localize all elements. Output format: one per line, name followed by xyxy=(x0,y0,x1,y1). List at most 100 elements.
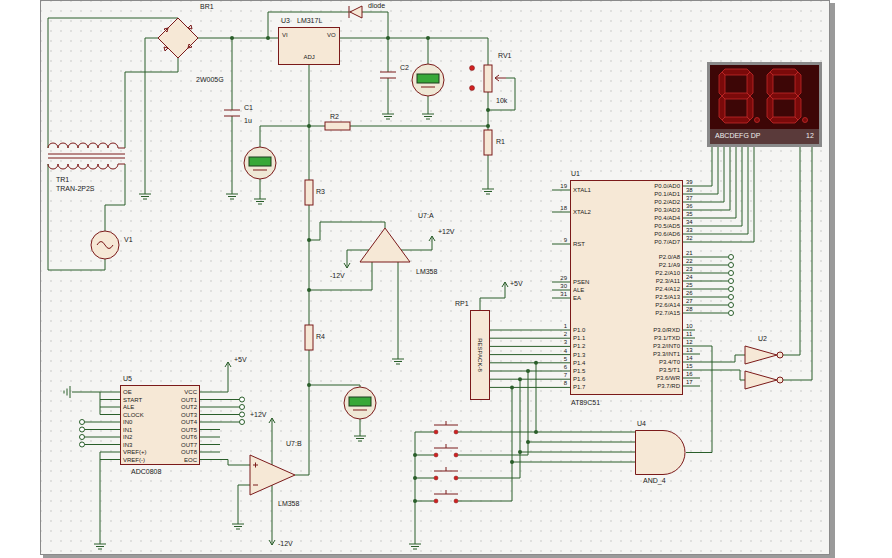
ground-symbol xyxy=(232,520,244,529)
component-symbol xyxy=(350,6,362,18)
pin-name: P2.2/A10 xyxy=(655,270,680,276)
contact-dot xyxy=(434,499,438,503)
pin-name: P2.7/A15 xyxy=(655,310,680,316)
voltmeter-symbol xyxy=(244,147,276,179)
wire xyxy=(200,372,240,460)
part-label: R4 xyxy=(316,333,325,340)
wire xyxy=(260,65,488,475)
pin-name: P3.2/INT0 xyxy=(653,343,680,349)
wire xyxy=(480,292,505,310)
pin-number: 34 xyxy=(686,219,693,225)
part-label: R2 xyxy=(330,113,339,120)
component-symbol xyxy=(48,154,125,158)
pin-name: OUT5 xyxy=(181,427,197,433)
terminal-symbol xyxy=(729,295,734,300)
pin-number: 18 xyxy=(560,205,567,211)
pin-name: CLOCK xyxy=(123,412,144,418)
contact-dot xyxy=(454,430,458,434)
pin-name: P0.3/AD3 xyxy=(654,207,680,213)
pin-number: 36 xyxy=(686,203,693,209)
segment xyxy=(722,69,750,75)
junction-dot xyxy=(386,36,390,40)
power-arrow xyxy=(502,282,508,292)
ground-symbol xyxy=(139,190,151,199)
resistor-pack: RP1RESPACK-8 xyxy=(470,310,490,400)
part-label: RV1 xyxy=(498,52,512,59)
terminal-symbol xyxy=(80,427,85,432)
component-symbol xyxy=(745,346,777,364)
part-label: diode xyxy=(368,2,385,9)
part-label: LM358 xyxy=(278,500,299,507)
pin-name: IN2 xyxy=(123,434,132,440)
ground-symbol xyxy=(354,432,366,441)
segment xyxy=(719,96,725,120)
pin-number: 13 xyxy=(686,347,693,353)
pin-number: 17 xyxy=(686,379,693,385)
junction-dot xyxy=(307,124,311,128)
pin-number: 3 xyxy=(564,339,567,345)
bus-wire xyxy=(683,147,712,186)
wire xyxy=(415,432,434,540)
part-label: 2W005G xyxy=(196,76,224,83)
component-symbol xyxy=(305,180,313,205)
part-reference: U4 xyxy=(637,420,646,427)
component-symbol xyxy=(250,455,295,495)
voltmeter-symbol xyxy=(244,64,444,419)
pin-name: P0.0/AD0 xyxy=(654,183,680,189)
pin-name: P1.6 xyxy=(573,376,585,382)
pin-name: IN3 xyxy=(123,442,132,448)
seven-segment-display: ABCDEFG DP12 xyxy=(707,62,822,147)
part-label: R1 xyxy=(496,138,505,145)
contact-dot xyxy=(434,453,438,457)
pin-number: 38 xyxy=(686,187,693,193)
pin-number: 27 xyxy=(686,298,693,304)
pin-name: XTAL1 xyxy=(573,187,591,193)
segment xyxy=(747,72,753,96)
component-symbol xyxy=(777,377,783,383)
bus-wire xyxy=(683,147,712,186)
segment xyxy=(770,69,798,75)
bus-wire xyxy=(683,346,712,453)
pin-number: 30 xyxy=(560,283,567,289)
pin-name: OUT6 xyxy=(181,434,197,440)
part-label: C2 xyxy=(400,64,409,71)
pin-name: P0.2/AD2 xyxy=(654,199,680,205)
ground-symbol xyxy=(482,185,494,194)
component-symbol xyxy=(360,228,410,262)
component-symbol xyxy=(48,143,125,148)
segment xyxy=(747,96,753,120)
wire xyxy=(683,147,754,242)
ground-symbol xyxy=(254,195,266,204)
wire xyxy=(145,38,278,190)
wire xyxy=(490,338,570,387)
pin-name: P2.0/A8 xyxy=(659,254,680,260)
pin-name: P2.4/A12 xyxy=(655,286,680,292)
component-symbol xyxy=(224,72,396,116)
pin-number: 25 xyxy=(686,282,693,288)
junction-dot xyxy=(486,108,490,112)
sheet-border xyxy=(41,1,830,555)
part-reference: LM317L xyxy=(297,17,322,24)
wire xyxy=(64,386,70,398)
pin-number: 39 xyxy=(686,179,693,185)
ground-symbol xyxy=(226,190,238,199)
and-gate-outline xyxy=(636,431,686,475)
pin-name: P2.3/A11 xyxy=(656,278,680,284)
pin-number: 21 xyxy=(686,250,693,256)
pin-name: IN0 xyxy=(123,419,132,425)
terminal-symbol xyxy=(240,405,245,410)
segment xyxy=(767,72,773,96)
wire xyxy=(48,18,178,270)
part-label: 10k xyxy=(496,97,507,104)
pin-number: 24 xyxy=(686,274,693,280)
component-symbol xyxy=(434,421,458,494)
component-symbol xyxy=(495,75,506,81)
pin-number: 15 xyxy=(686,363,693,369)
pin-name: P1.4 xyxy=(573,360,585,366)
segment xyxy=(719,72,725,96)
segment xyxy=(795,72,801,96)
terminal-symbol xyxy=(729,303,734,308)
pin-number: 2 xyxy=(564,331,567,337)
contact-dot xyxy=(434,476,438,480)
